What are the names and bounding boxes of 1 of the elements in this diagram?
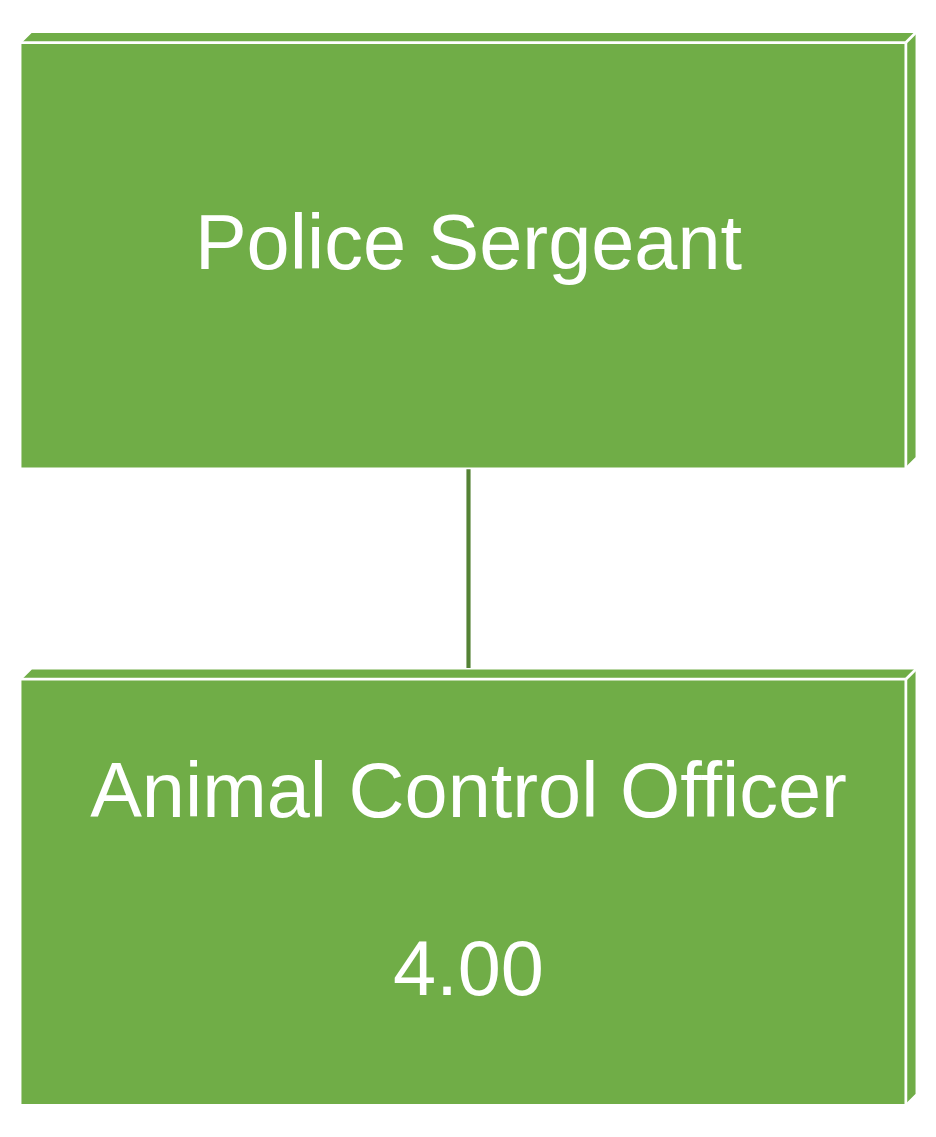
connector: [465, 469, 471, 669]
